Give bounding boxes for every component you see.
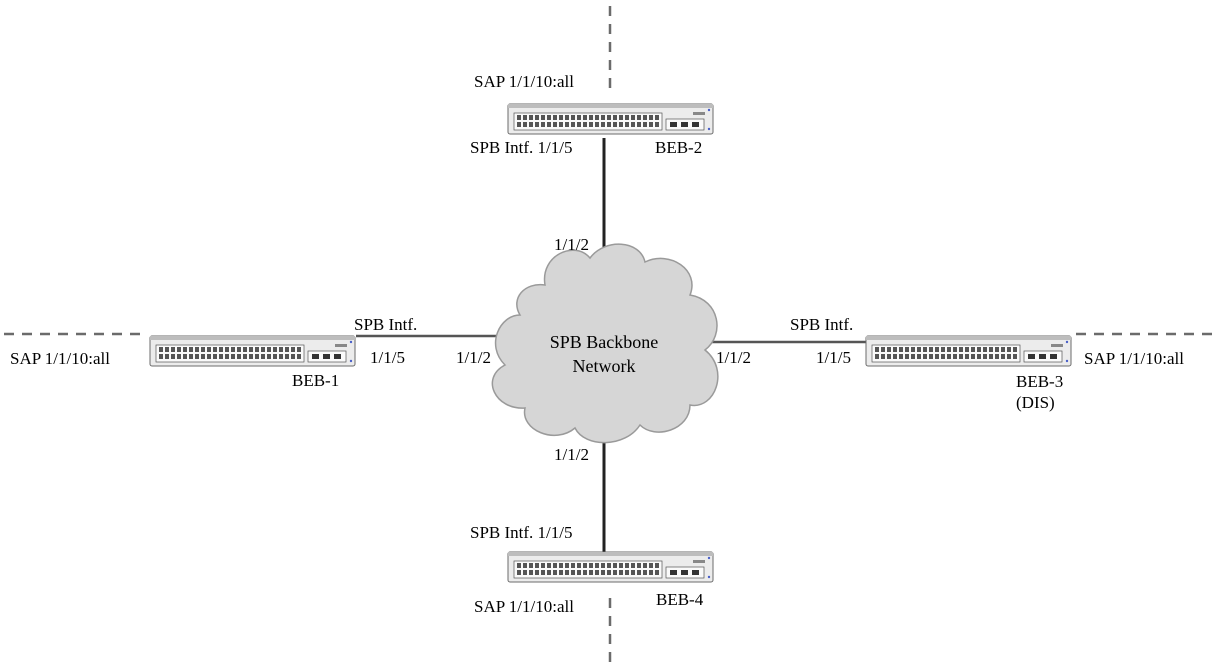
cloud-label-line1: SPB Backbone	[550, 332, 659, 352]
switch-icon-beb3	[865, 335, 1072, 367]
switch-icon-beb2	[507, 103, 714, 135]
beb1-name-label: BEB-1	[292, 371, 339, 390]
cloud-label-line2: Network	[573, 356, 636, 376]
beb1-spb-intf-label: SPB Intf.	[354, 315, 417, 334]
beb2-name-label: BEB-2	[655, 138, 702, 157]
beb3-role-label: (DIS)	[1016, 393, 1055, 412]
beb4-name-label: BEB-4	[656, 590, 704, 609]
beb3-backbone-port-label: 1/1/2	[716, 348, 751, 367]
beb3-spb-intf-label: SPB Intf.	[790, 315, 853, 334]
beb2-spb-intf-label: SPB Intf. 1/1/5	[470, 138, 573, 157]
beb2-sap-label: SAP 1/1/10:all	[474, 72, 574, 91]
beb3-sap-label: SAP 1/1/10:all	[1084, 349, 1184, 368]
beb4-backbone-port-label: 1/1/2	[554, 445, 589, 464]
beb1-backbone-port-label: 1/1/2	[456, 348, 491, 367]
beb3-local-port-label: 1/1/5	[816, 348, 851, 367]
beb4-sap-label: SAP 1/1/10:all	[474, 597, 574, 616]
beb1-sap-label: SAP 1/1/10:all	[10, 349, 110, 368]
beb2-backbone-port-label: 1/1/2	[554, 235, 589, 254]
switch-icon-beb4	[507, 551, 714, 583]
beb3-name-label: BEB-3	[1016, 372, 1063, 391]
beb4-spb-intf-label: SPB Intf. 1/1/5	[470, 523, 573, 542]
beb1-local-port-label: 1/1/5	[370, 348, 405, 367]
switch-icon-beb1	[149, 335, 356, 367]
cloud-icon	[491, 243, 719, 444]
